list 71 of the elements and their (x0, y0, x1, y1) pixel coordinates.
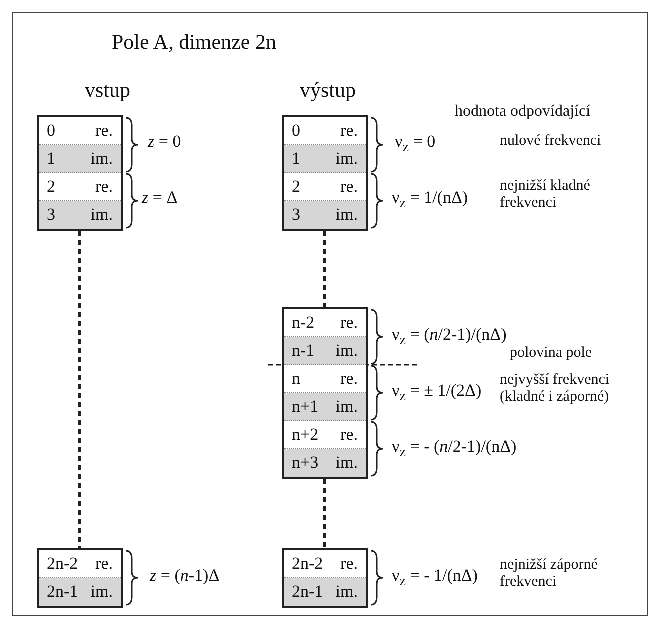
dashed-connector (324, 479, 326, 548)
index-number: n (292, 368, 300, 388)
index-number: 2n-2 (292, 554, 324, 574)
dashed-connector (78, 231, 82, 548)
column-heading: výstup (300, 78, 356, 102)
part-label: re. (340, 120, 358, 140)
part-label: re. (340, 554, 358, 574)
formula: z = 0 (148, 132, 182, 152)
index-number: 2 (292, 176, 300, 196)
formula: ν$_{z}$ = (n/2-1)/(nΔ) (392, 325, 507, 349)
array-cell (284, 578, 366, 606)
index-number: 3 (292, 205, 300, 225)
array-cell (284, 393, 366, 421)
formula: ν$_{z}$ = 1/(nΔ) (392, 188, 468, 212)
array-block (282, 307, 368, 479)
description-text: polovina pole (510, 345, 592, 362)
part-label: im. (336, 396, 358, 416)
description-text: nejvyšší frekvenci (kladné i záporné) (500, 372, 611, 406)
formula: z = Δ (142, 188, 178, 208)
formula: ν$_{z}$ = - (n/2-1)/(nΔ) (392, 437, 517, 461)
formula: ν$_{z}$ = ± 1/(2Δ) (392, 381, 482, 405)
column-heading: hodnota odpovídající (455, 103, 591, 122)
array-block (282, 548, 368, 608)
part-label: re. (340, 368, 358, 388)
array-cell (39, 578, 121, 606)
part-label: re. (96, 554, 113, 574)
array-cell (284, 145, 366, 173)
part-label: re. (340, 312, 358, 332)
index-number: n+3 (292, 453, 319, 473)
part-label: im. (336, 582, 358, 602)
description-text: nejnižší záporné frekvenci (500, 557, 599, 592)
part-label: re. (340, 424, 358, 444)
title: Pole A, dimenze 2n (112, 30, 276, 54)
array-block (282, 115, 368, 231)
array-cell (284, 337, 366, 365)
description-text: nejnižší kladné frekvenci (500, 178, 592, 212)
part-label: im. (336, 148, 358, 168)
index-number: 2n-1 (292, 582, 324, 602)
part-label: im. (90, 582, 113, 602)
array-cell (284, 201, 366, 229)
part-label: im. (336, 205, 358, 225)
dashed-connector (324, 231, 326, 307)
formula: ν$_{z}$ = 0 (395, 132, 436, 156)
formula: ν$_{z}$ = - 1/(nΔ) (392, 566, 478, 590)
array-cell (284, 449, 366, 477)
description-text: nulové frekvenci (500, 133, 602, 150)
part-label: im. (90, 148, 113, 168)
part-label: re. (340, 176, 358, 196)
index-number: n+2 (292, 424, 319, 444)
index-number: 2n-1 (47, 582, 78, 602)
part-label: re. (96, 120, 113, 140)
array-cell (39, 201, 121, 229)
index-number: n+1 (292, 396, 319, 416)
part-label: im. (336, 340, 358, 360)
index-number: 2 (47, 176, 56, 196)
index-number: 0 (292, 120, 300, 140)
part-label: re. (96, 176, 113, 196)
index-number: 1 (292, 148, 300, 168)
index-number: 1 (47, 148, 56, 168)
index-number: 0 (47, 120, 56, 140)
part-label: im. (90, 205, 113, 225)
index-number: 3 (47, 205, 56, 225)
column-heading: vstup (85, 78, 131, 102)
index-number: 2n-2 (47, 554, 78, 574)
formula: z = (n-1)Δ (150, 566, 220, 586)
part-label: im. (336, 453, 358, 473)
array-block (37, 548, 123, 608)
array-block (37, 115, 123, 231)
index-number: n-2 (292, 312, 315, 332)
array-cell (39, 145, 121, 173)
index-number: n-1 (292, 340, 315, 360)
